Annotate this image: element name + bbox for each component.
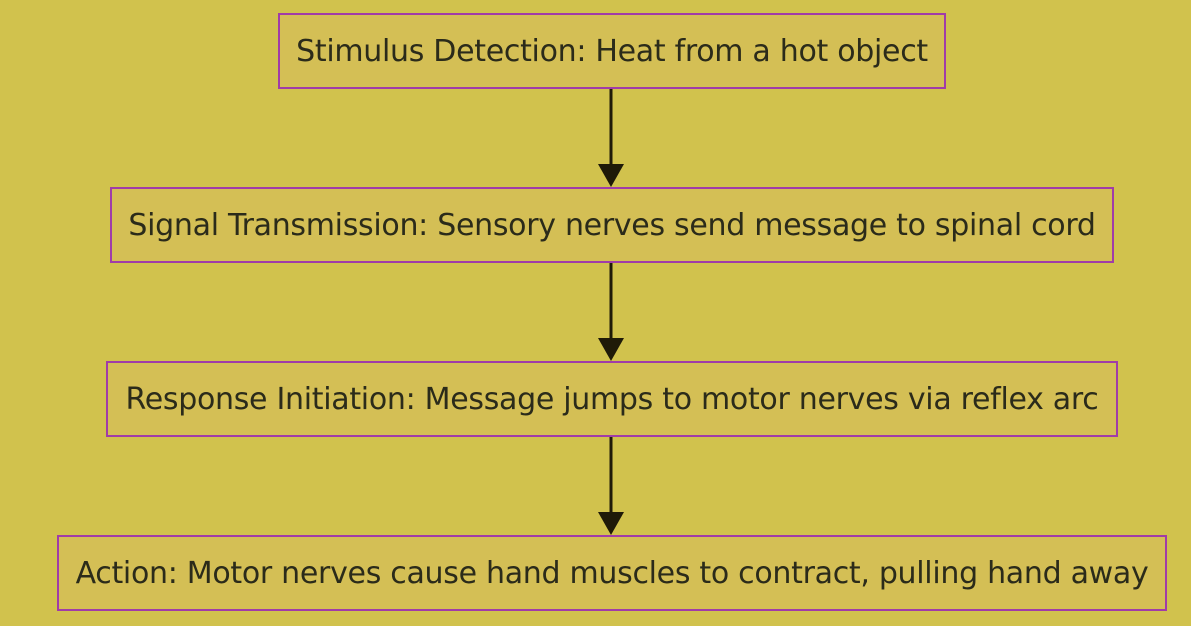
- node-signal-transmission: Signal Transmission: Sensory nerves send…: [110, 187, 1114, 263]
- edge-initiation-to-action: [598, 437, 624, 535]
- node-label: Response Initiation: Message jumps to mo…: [125, 381, 1099, 417]
- edge-stimulus-to-transmission: [598, 89, 624, 187]
- arrowhead-icon: [598, 338, 624, 361]
- node-label: Stimulus Detection: Heat from a hot obje…: [296, 33, 928, 69]
- edge-transmission-to-initiation: [598, 263, 624, 361]
- arrowhead-icon: [598, 512, 624, 535]
- node-label: Signal Transmission: Sensory nerves send…: [128, 207, 1096, 243]
- node-stimulus-detection: Stimulus Detection: Heat from a hot obje…: [278, 13, 946, 89]
- arrowhead-icon: [598, 164, 624, 187]
- node-response-initiation: Response Initiation: Message jumps to mo…: [106, 361, 1118, 437]
- node-action: Action: Motor nerves cause hand muscles …: [57, 535, 1167, 611]
- node-label: Action: Motor nerves cause hand muscles …: [75, 555, 1149, 591]
